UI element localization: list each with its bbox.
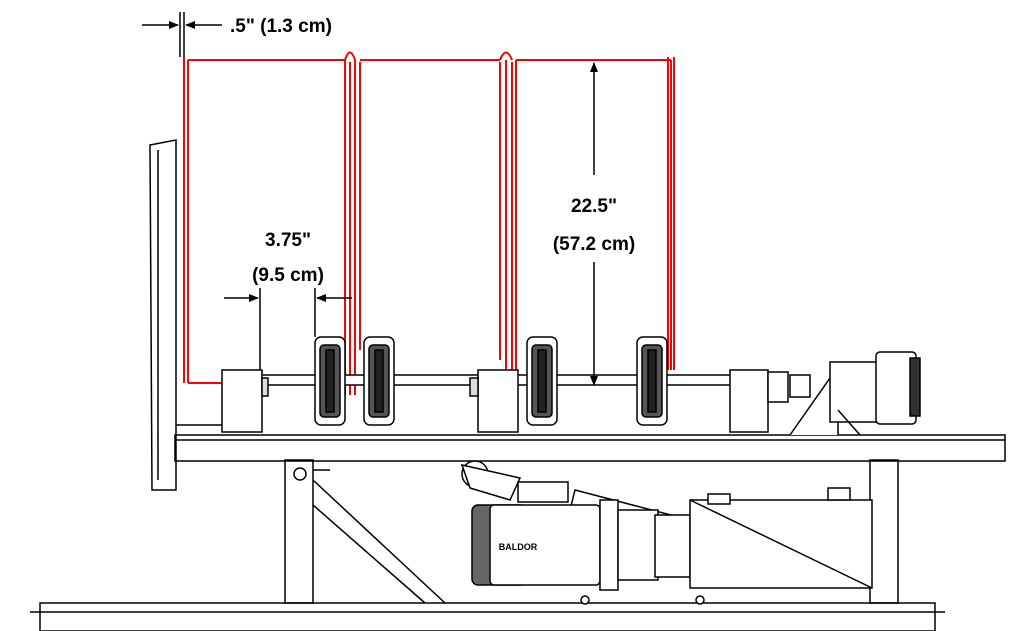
base-frame: [30, 459, 945, 631]
motor-brand-label: BALDOR: [499, 542, 538, 552]
drum-outline: [183, 51, 675, 395]
spacing-dimension-inches: 3.75": [265, 230, 311, 251]
motor-assembly: [471, 487, 873, 605]
wheel-2: [363, 336, 395, 426]
height-dimension-cm: (57.2 cm): [553, 234, 635, 255]
spacing-dimension: [224, 288, 352, 370]
offset-dimension-label: .5" (1.3 cm): [230, 16, 332, 37]
wheel-1: [314, 336, 346, 426]
backstop-plate: [149, 139, 230, 491]
wheel-4: [636, 336, 668, 426]
wheel-3: [526, 336, 558, 426]
offset-dimension: [142, 12, 222, 57]
drive-unit: [789, 351, 921, 436]
spacing-dimension-cm: (9.5 cm): [252, 265, 324, 286]
height-dimension-inches: 22.5": [571, 196, 617, 217]
roller-shaft: [221, 369, 789, 433]
platform-deck: [174, 434, 1006, 462]
